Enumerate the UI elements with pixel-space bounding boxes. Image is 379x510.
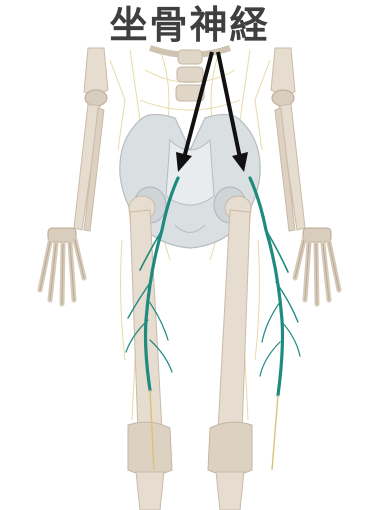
sciatic-nerve-label: 坐骨神経 bbox=[0, 2, 379, 48]
